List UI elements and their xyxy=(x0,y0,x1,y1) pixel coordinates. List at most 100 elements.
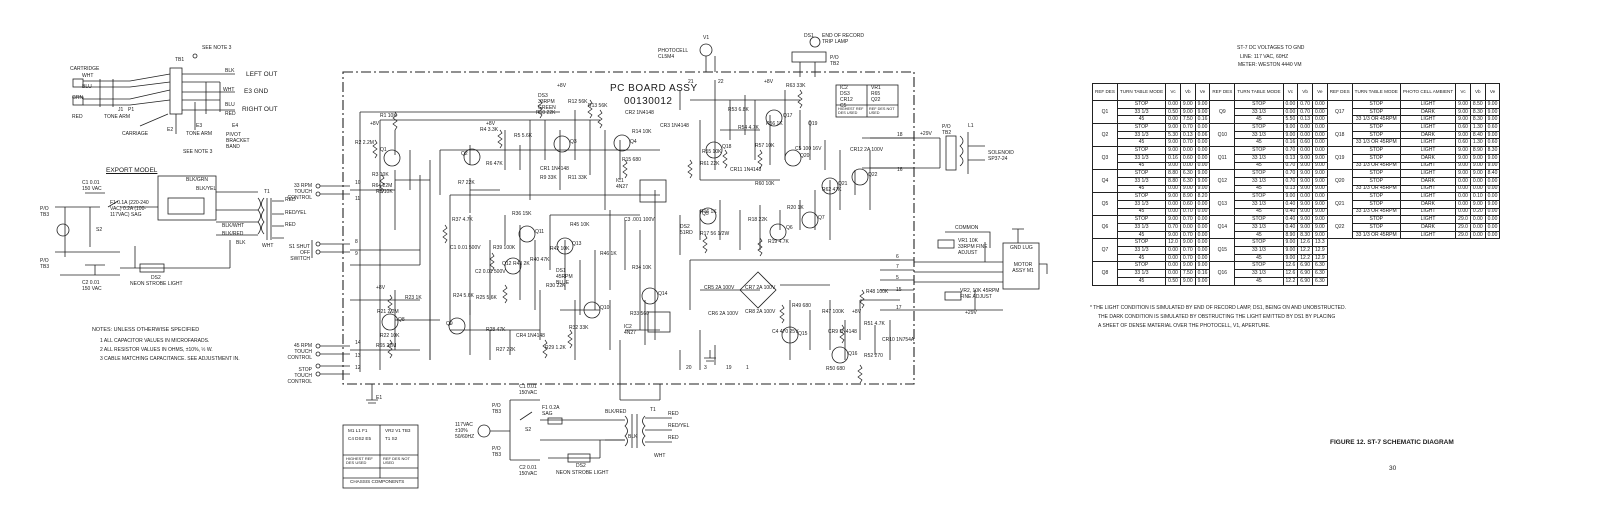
r1-label: R1 10K xyxy=(380,113,397,119)
vtable-cell: 9.00 xyxy=(1311,199,1328,209)
tb1-label: TB1 xyxy=(175,57,185,63)
footnote-line-2: THE DARK CONDITION IS SIMULATED BY OBSTR… xyxy=(1098,314,1336,320)
note-1: 1 ALL CAPACITOR VALUES IN MICROFARADS. xyxy=(100,338,210,344)
vtable-cell: 9.00 xyxy=(1455,146,1471,155)
rail-label-3: +8V xyxy=(370,121,380,127)
vtable-cell: 0.00 xyxy=(1455,199,1471,209)
vtable-empty-cell xyxy=(1327,270,1352,278)
vtable-h-mode-3: TURN TABLE MODE xyxy=(1351,83,1401,101)
vtable-empty-cell xyxy=(1470,262,1485,270)
vtable-cell: 9.00 xyxy=(1194,261,1211,271)
vtable-refdes-cell: Q6 xyxy=(1092,215,1118,240)
vtable-cell: 33 1/3 OR 45RPM xyxy=(1351,115,1401,125)
motor-label: MOTOR ASSY M1 xyxy=(1012,262,1034,274)
vtable-cell: 0.60 xyxy=(1179,153,1196,163)
vtable-cell: 0.16 xyxy=(1282,138,1299,148)
vtable-empty-cell xyxy=(1352,247,1400,255)
vtable-cell: LIGHT xyxy=(1399,138,1457,148)
vtable-cell: 9.00 xyxy=(1455,115,1471,125)
vtable-h-refdes-2: REF DES xyxy=(1209,83,1236,101)
vtable-cell: 0.13 xyxy=(1282,184,1299,194)
vtable-cell: 0.50 xyxy=(1165,107,1181,117)
vtable-cell: 0.00 xyxy=(1469,184,1486,194)
pin-11: 11 xyxy=(355,196,361,202)
c2-label: C2 0.01 500V xyxy=(475,269,506,275)
q21-label: Q21 xyxy=(838,181,848,187)
vtable-cell: 0.00 xyxy=(1311,138,1328,148)
power-wire-blkred: BLK/RED xyxy=(605,409,627,415)
motor-section xyxy=(914,228,1040,311)
vtable-empty-cell xyxy=(1470,277,1485,285)
carriage-label: CARRIAGE xyxy=(122,131,149,137)
power-neon-label: NEON STROBE LIGHT xyxy=(556,470,609,476)
power-wire-blk: BLK xyxy=(628,434,638,440)
vtable-cell: 9.00 xyxy=(1297,176,1313,186)
right-out-label: RIGHT OUT xyxy=(242,106,278,113)
pin-7: 7 xyxy=(896,264,899,270)
notes-heading: NOTES: UNLESS OTHERWISE SPECIFIED xyxy=(92,327,200,333)
vtable-cell: 9.00 xyxy=(1297,161,1313,171)
vtable-cell: 0.00 xyxy=(1297,146,1313,155)
r20-label: R20 1K xyxy=(787,205,804,211)
vtable-cell: 45 xyxy=(1234,184,1284,194)
c1-label: C1 0.01 500V xyxy=(450,245,481,251)
vtable-cell: STOP xyxy=(1351,223,1401,232)
r56-label: R56 1K xyxy=(766,121,783,127)
vtable-cell: STOP xyxy=(1234,238,1284,248)
pcb-ref-c5: C5 xyxy=(840,103,847,109)
vtable-cell: STOP xyxy=(1234,100,1284,109)
vtable-cell: 0.00 xyxy=(1282,107,1299,117)
vtable-cell: 0.00 xyxy=(1194,215,1211,224)
vtable-cell: 0.70 xyxy=(1282,161,1299,171)
vtable-cell: 0.00 xyxy=(1194,199,1211,209)
vtable-refdes-cell: Q8 xyxy=(1092,261,1118,286)
vtable-cell: 9.00 xyxy=(1282,246,1299,255)
vtable-cell: 0.40 xyxy=(1282,207,1299,217)
export-model-heading: EXPORT MODEL xyxy=(106,167,158,174)
vtable-cell: 45 xyxy=(1234,161,1284,171)
pin-1: 1 xyxy=(746,365,749,371)
vtable-cell: 0.00 xyxy=(1484,223,1501,232)
q12-label: Q12 xyxy=(502,261,512,267)
r22-label: R22 10K xyxy=(380,333,400,339)
vtable-cell: 0.16 xyxy=(1194,115,1211,125)
vtable-refdes-cell: Q3 xyxy=(1092,146,1118,171)
export-neon-label: NEON STROBE LIGHT xyxy=(130,281,183,287)
vtable-cell: 9.00 xyxy=(1455,153,1471,163)
vtable-refdes-cell: Q14 xyxy=(1209,215,1236,240)
e3-label: E3 xyxy=(196,123,203,129)
vtable-empty-cell xyxy=(1400,247,1455,255)
vtable-cell: STOP xyxy=(1116,123,1167,132)
pcb-ref-vr1: VR1 xyxy=(871,85,881,91)
cr1-label: CR1 1N4148 xyxy=(540,166,569,172)
vtable-cell: LIGHT xyxy=(1399,184,1457,194)
cartridge-section xyxy=(72,53,235,134)
ds1-label: DS1 xyxy=(804,33,814,39)
vtable-cell: STOP xyxy=(1351,100,1401,109)
vtable-cell: 9.00 xyxy=(1297,153,1313,163)
vtable-cell: 33 1/3 xyxy=(1234,246,1284,255)
r33-label: R33 560 xyxy=(630,311,649,317)
vtable-cell: 9.00 xyxy=(1455,130,1471,140)
vtable-cell: 9.00 xyxy=(1297,207,1313,217)
r64-label: R64 22M xyxy=(372,183,393,189)
vtable-cell: 33 1/3 xyxy=(1234,130,1284,140)
vtable-refdes-cell: Q2 xyxy=(1092,123,1118,148)
vtable-cell: 0.00 xyxy=(1484,215,1501,224)
vtable-cell: 0.00 xyxy=(1311,130,1328,140)
ds1-pcb-label: DS1 45RPM BLUE xyxy=(556,268,573,286)
vtable-cell: 0.00 xyxy=(1179,223,1196,232)
vtable-cell: 0.00 xyxy=(1165,199,1181,209)
r11-label: R11 33K xyxy=(568,175,588,181)
q10-label: Q10 xyxy=(600,305,610,311)
vtable-cell: LIGHT xyxy=(1399,230,1457,240)
top-devices xyxy=(699,36,985,174)
chassis-notused: REF DES NOT USED xyxy=(383,456,410,466)
vtable-empty-cell xyxy=(1352,239,1400,247)
vtable-cell: 0.70 xyxy=(1297,107,1313,117)
r48-label: R48 100K xyxy=(866,289,889,295)
